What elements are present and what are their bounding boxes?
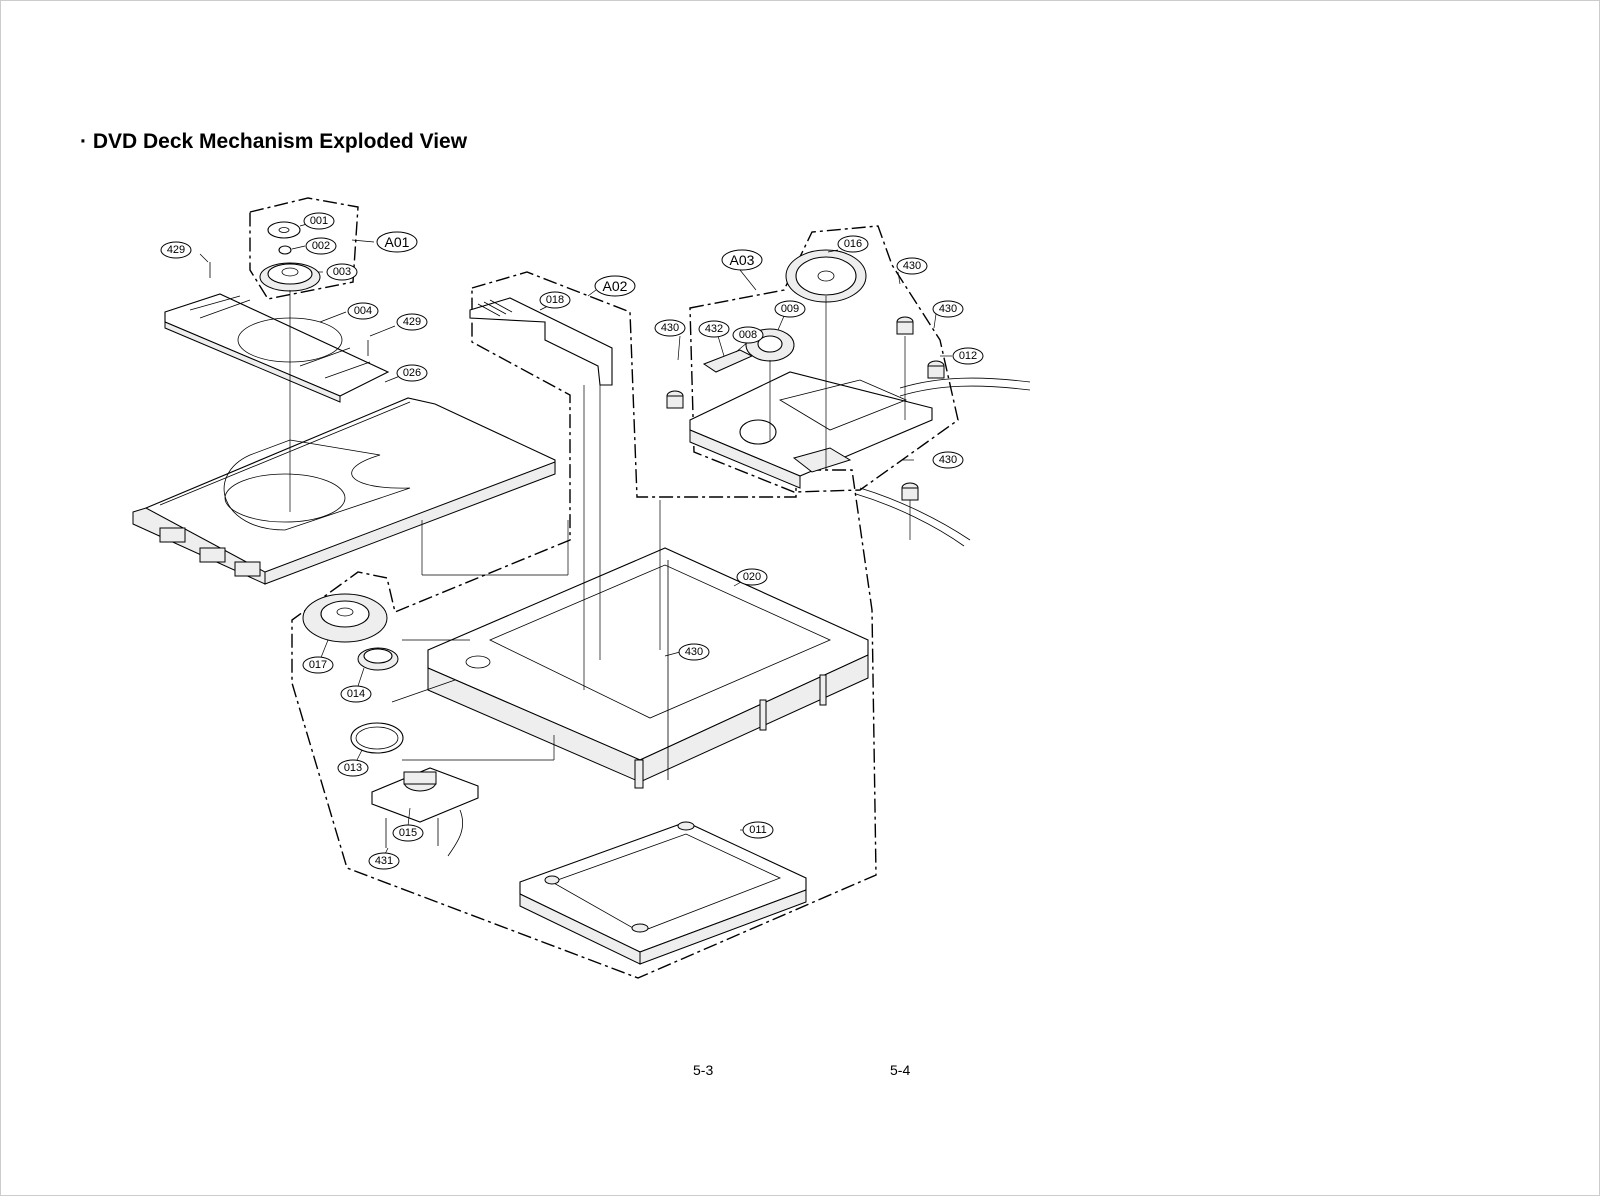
clamper-washer-002 (278, 245, 292, 255)
svg-text:001: 001 (310, 215, 328, 227)
svg-text:430: 430 (661, 322, 679, 334)
gear-016 (785, 249, 867, 303)
svg-text:A01: A01 (385, 234, 410, 250)
damper-012-c (666, 390, 684, 409)
label-008: 008 (732, 326, 764, 344)
page-title: · DVD Deck Mechanism Exploded View (80, 130, 468, 153)
loading-motor-015 (371, 767, 479, 857)
label-429-left: 429 (160, 241, 192, 259)
label-a01: A01 (376, 231, 418, 253)
clamper-magnet-003 (259, 262, 321, 292)
label-430-d: 430 (932, 451, 964, 469)
svg-text:015: 015 (399, 827, 417, 839)
pickup-base-plate (689, 371, 933, 489)
assembly-outline-a01 (249, 197, 359, 300)
label-a03: A03 (721, 249, 763, 271)
label-003: 003 (326, 263, 358, 281)
label-a02: A02 (594, 275, 636, 297)
svg-text:004: 004 (354, 305, 372, 317)
svg-text:018: 018 (546, 294, 564, 306)
damper-012-d (901, 482, 919, 501)
pulley-014 (357, 647, 399, 671)
label-009: 009 (774, 300, 806, 318)
svg-text:430: 430 (939, 303, 957, 315)
label-013: 013 (337, 759, 369, 777)
svg-text:011: 011 (749, 824, 767, 836)
svg-text:432: 432 (705, 323, 723, 335)
label-015: 015 (392, 824, 424, 842)
clamper-holder-004 (164, 293, 390, 403)
label-001: 001 (303, 212, 335, 230)
svg-text:430: 430 (939, 454, 957, 466)
svg-text:431: 431 (375, 855, 393, 867)
label-430-c: 430 (932, 300, 964, 318)
svg-text:026: 026 (403, 367, 421, 379)
damper-012-b (927, 360, 945, 379)
label-016: 016 (837, 235, 869, 253)
svg-text:008: 008 (739, 329, 757, 341)
label-026: 026 (396, 364, 428, 382)
label-017: 017 (302, 656, 334, 674)
label-020: 020 (736, 568, 768, 586)
svg-text:017: 017 (309, 659, 327, 671)
belt-013 (350, 722, 404, 754)
page-number-left: 5-3 (693, 1062, 714, 1078)
label-002: 002 (305, 237, 337, 255)
svg-text:430: 430 (903, 260, 921, 272)
label-018: 018 (539, 291, 571, 309)
bottom-frame-011 (519, 821, 807, 965)
svg-text:009: 009 (781, 303, 799, 315)
main-chassis-020 (427, 547, 869, 789)
label-011: 011 (742, 821, 774, 839)
leader-lines (199, 221, 952, 857)
disc-tray-026 (132, 397, 556, 585)
svg-text:429: 429 (167, 244, 185, 256)
label-430-e: 430 (678, 643, 710, 661)
label-429-right: 429 (396, 313, 428, 331)
label-430-a: 430 (654, 319, 686, 337)
label-430-b: 430 (896, 257, 928, 275)
svg-text:A03: A03 (730, 252, 755, 268)
gear-017 (302, 593, 388, 643)
label-431: 431 (368, 852, 400, 870)
assembly-outline-a03 (689, 225, 959, 493)
rack-008 (702, 349, 754, 373)
guide-lines (289, 290, 911, 761)
svg-text:A02: A02 (603, 278, 628, 294)
svg-text:013: 013 (344, 762, 362, 774)
slide-cam-018 (469, 297, 613, 386)
label-014: 014 (340, 685, 372, 703)
flex-cable-lower (855, 487, 971, 547)
svg-text:003: 003 (333, 266, 351, 278)
svg-text:430: 430 (685, 646, 703, 658)
damper-012-a (896, 316, 914, 335)
assembly-outline-a02 (291, 271, 877, 979)
page-number-right: 5-4 (890, 1062, 911, 1078)
clamper-plate-001 (267, 221, 301, 239)
svg-text:020: 020 (743, 571, 761, 583)
svg-text:014: 014 (347, 688, 365, 700)
svg-text:016: 016 (844, 238, 862, 250)
label-004: 004 (347, 302, 379, 320)
svg-text:012: 012 (959, 350, 977, 362)
svg-text:429: 429 (403, 316, 421, 328)
label-012: 012 (952, 347, 984, 365)
label-432: 432 (698, 320, 730, 338)
flex-cable-upper (899, 377, 1031, 397)
svg-text:002: 002 (312, 240, 330, 252)
